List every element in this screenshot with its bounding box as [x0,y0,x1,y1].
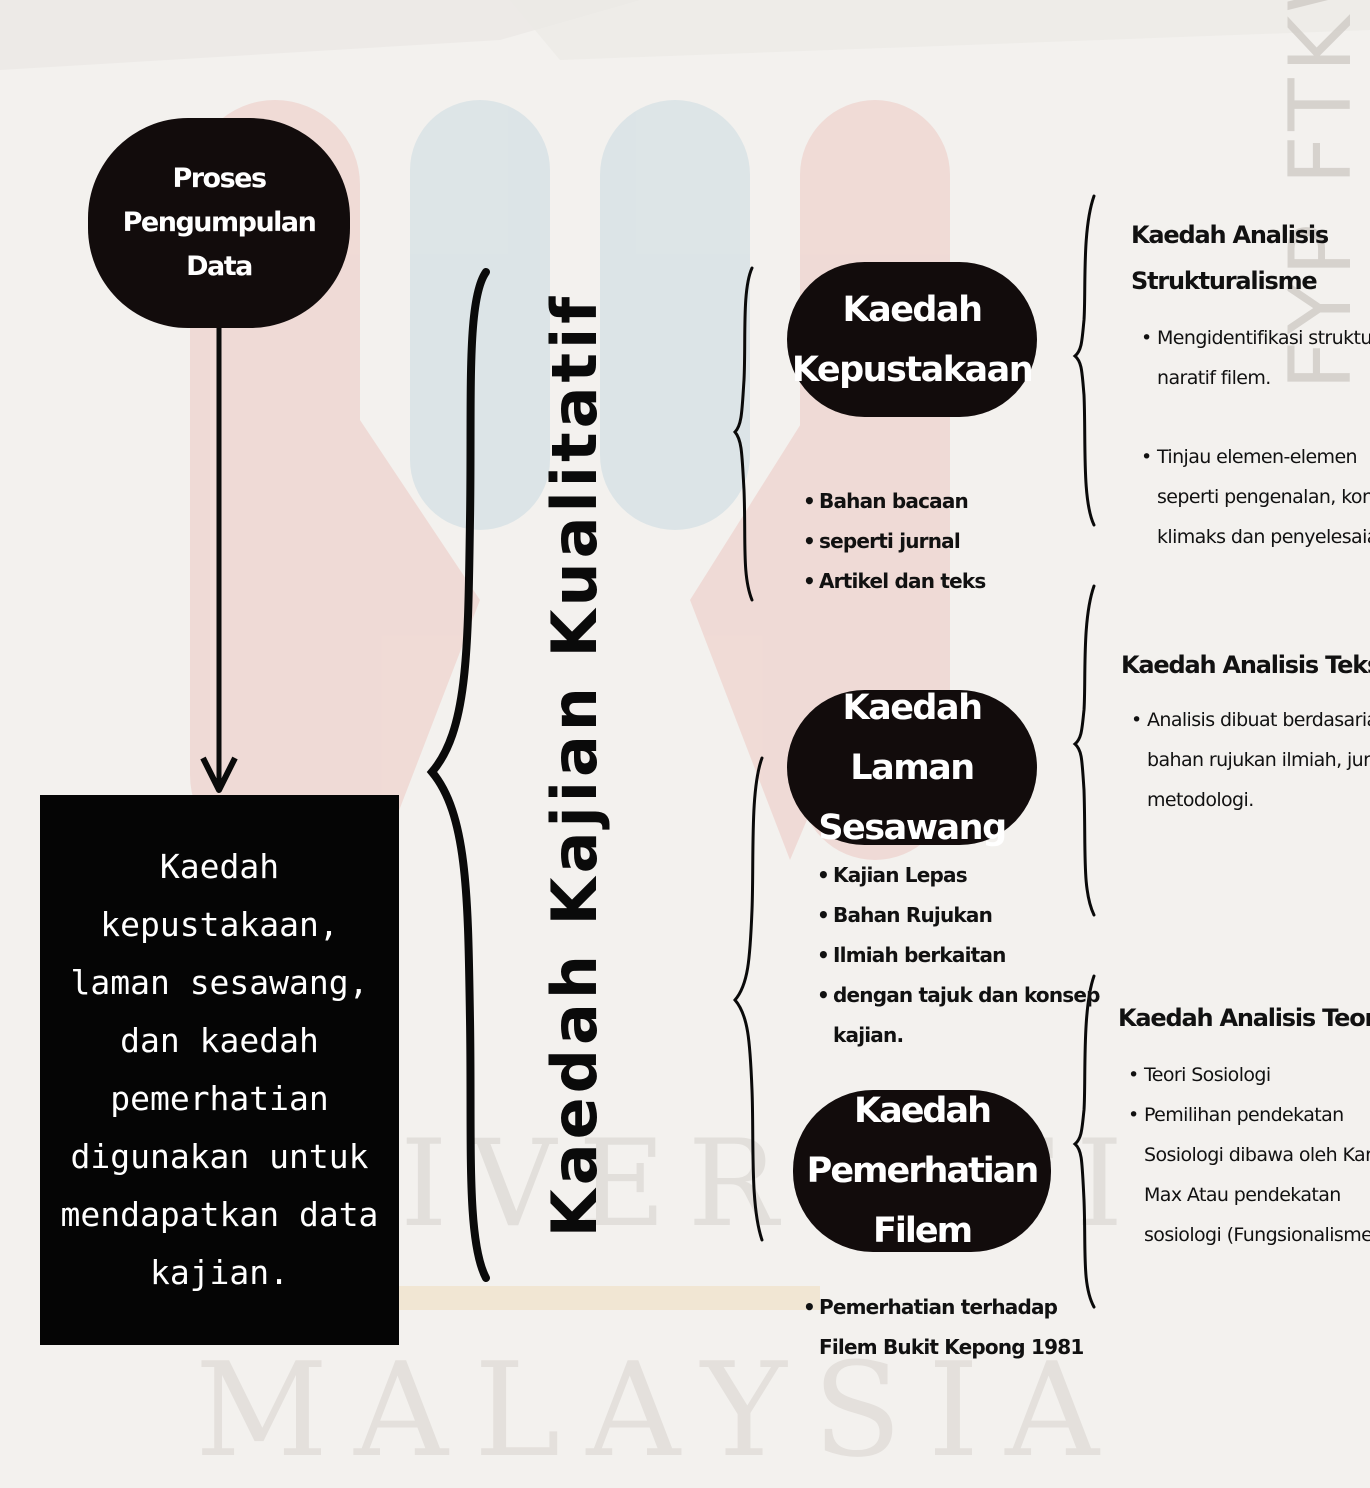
start-node-pengumpulan-data: Proses Pengumpulan Data [88,118,350,328]
analysis-teoritikal-items: Teori Sosiologi Pemilihan pendekatan Sos… [1128,1055,1370,1255]
analysis-strukturalisme-title-line2: Strukturalisme [1131,267,1318,295]
method-filem-bullets: Pemerhatian terhadap Filem Bukit Kepong … [803,1287,1084,1367]
list-item: seperti pengenalan, konflik, [1157,486,1370,508]
method-kepustakaan-bullets: Bahan bacaan seperti jurnal Artikel dan … [803,481,986,601]
analysis-tekstual-title: Kaedah Analisis Tekstual [1121,651,1370,679]
brace-strukturalisme [1072,194,1096,527]
method-node-kepustakaan: Kaedah Kepustakaan [787,262,1037,417]
method-node-laman-sesawang: Kaedah Laman Sesawang [787,688,1037,848]
list-item: Artikel dan teks [803,561,986,601]
list-item: metodologi. [1147,789,1254,811]
list-item: Analisis dibuat berdasarian [1131,700,1370,740]
method-filem-line1: Kaedah [853,1091,992,1131]
list-item: Bahan Rujukan [817,895,1100,935]
vertical-title: Kaedah Kajian Kualitatif [538,292,611,1238]
list-item: klimaks dan penyelesaian [1157,526,1370,548]
flow-arrow-head [200,756,238,793]
list-item: Kajian Lepas [817,855,1100,895]
analysis-teoritikal-title: Kaedah Analisis Teoritikal [1118,1004,1370,1032]
start-node-line1: Proses Pengumpulan [122,163,317,238]
method-kepustakaan-line2: Kepustakaan [791,349,1034,390]
main-curly-brace [426,268,490,1282]
analysis-strukturalisme-title-line1: Kaedah Analisis [1131,221,1329,249]
method-laman-bullets: Kajian Lepas Bahan Rujukan Ilmiah berkai… [817,855,1101,1055]
list-item: Mengidentifikasi struktur [1141,318,1370,358]
start-node-line2: Data [186,251,253,282]
list-item: Max Atau pendekatan [1144,1184,1341,1206]
method-filem-line2: Pemerhatian Filem [806,1151,1040,1251]
analysis-strukturalisme-item-2: Tinjau elemen-elemen seperti pengenalan,… [1141,437,1370,557]
brace-kepustakaan [732,266,754,602]
brace-teoritikal [1072,974,1096,1309]
list-item: kajian. [833,1023,904,1047]
method-node-pemerhatian-filem: Kaedah Pemerhatian Filem [793,1090,1051,1252]
list-item: Sosiologi dibawa oleh Karl [1144,1144,1370,1166]
method-kepustakaan-line1: Kaedah [842,289,983,330]
analysis-strukturalisme-title: Kaedah Analisis Strukturalisme [1131,212,1329,304]
list-item: Pemilihan pendekatan [1128,1095,1370,1135]
list-item: Teori Sosiologi [1128,1055,1370,1095]
brace-laman-filem [733,756,764,1242]
analysis-tekstual-item-1: Analisis dibuat berdasarian bahan rujuka… [1131,700,1370,820]
list-item: sosiologi (Fungsionalisme) [1144,1224,1370,1246]
list-item: seperti jurnal [803,521,985,561]
list-item: naratif filem. [1157,367,1271,389]
method-laman-line1: Kaedah Laman [842,687,983,788]
analysis-strukturalisme-item-1: Mengidentifikasi struktur naratif filem. [1141,318,1370,398]
list-item: Tinjau elemen-elemen [1141,437,1370,477]
list-item: Filem Bukit Kepong 1981 [819,1335,1084,1359]
list-item: dengan tajuk dan konsep [817,975,1101,1015]
list-item: bahan rujukan ilmiah, jurnal, [1147,749,1370,771]
list-item: Bahan bacaan [803,481,985,521]
list-item: Pemerhatian terhadap [803,1287,1083,1327]
list-item: Ilmiah berkaitan [817,935,1100,975]
watermark-country: MALAYSIA [195,1334,1125,1486]
summary-text: Kaedah kepustakaan, laman sesawang, dan … [60,847,379,1292]
summary-box: Kaedah kepustakaan, laman sesawang, dan … [40,795,399,1345]
method-laman-line2: Sesawang [818,807,1007,848]
